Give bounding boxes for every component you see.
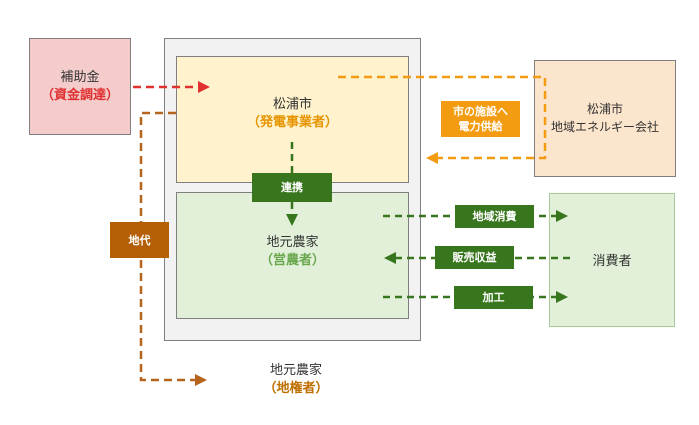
energy-company-city: 松浦市 [586,102,623,116]
energy-company-label: 松浦市 地域エネルギー会社 [534,100,676,136]
city-label: 松浦市 （発電事業者） [176,96,409,132]
consumer-box [549,193,675,327]
supply-tag-line2: 電力供給 [458,120,503,133]
energy-company-name: 地域エネルギー会社 [550,120,659,134]
subsidy-arrowhead [198,81,210,93]
subsidy-name: 補助金 [60,70,100,85]
subsidy-box [29,38,131,135]
sales-revenue-arrowhead [384,252,396,264]
energy-company-box [534,60,676,177]
landowner-label: 地元農家 （地権者） [226,362,366,398]
farmer-operator-role: （営農者） [259,253,325,268]
farmer-operator-label: 地元農家 （営農者） [176,234,409,270]
farmer-operator-name: 地元農家 [266,235,319,250]
supply-tag: 市の施設へ 電力供給 [441,101,520,137]
local-consumption-arrowhead [556,210,568,222]
cooperation-tag: 連携 [252,173,332,202]
farmer-operator-box [176,192,409,319]
local-consumption-tag: 地域消費 [455,205,534,228]
city-name: 松浦市 [272,97,312,112]
subsidy-purpose: （資金調達） [40,88,119,103]
landowner-name: 地元農家 [269,363,322,378]
supply-arrowhead [426,152,438,164]
landowner-role: （地権者） [263,381,329,396]
land-rent-arrow [139,111,195,382]
cooperation-arrowhead [286,214,298,226]
land-rent-arrowhead [195,374,207,386]
subsidy-label: 補助金 （資金調達） [29,69,131,105]
supply-tag-line1: 市の施設へ [453,105,508,118]
sales-revenue-tag: 販売収益 [435,246,514,269]
processing-arrowhead [556,291,568,303]
supply-arrow [338,75,547,160]
city-role: （発電事業者） [246,115,338,130]
land-rent-tag: 地代 [110,222,169,258]
consumer-label: 消費者 [592,254,632,269]
processing-tag: 加工 [454,286,533,309]
